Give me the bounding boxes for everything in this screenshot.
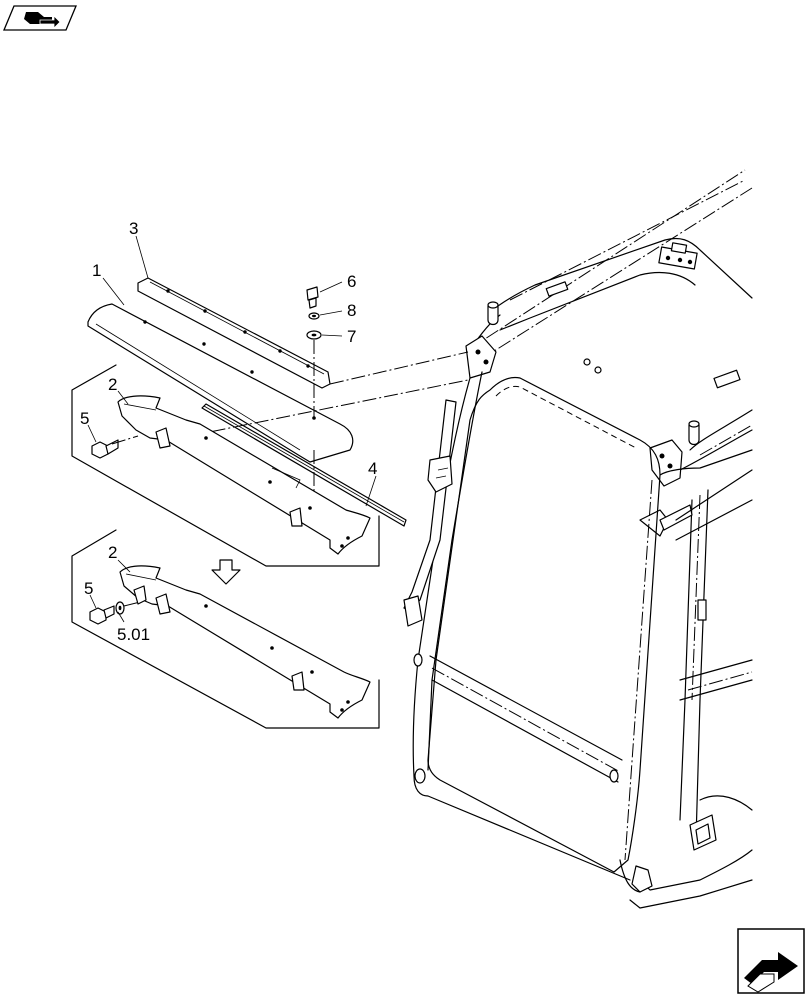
washer-8: [308, 312, 320, 320]
callout-7: 7: [347, 327, 356, 346]
callout-2-upper: 2: [108, 375, 117, 394]
bolt-5-upper: [91, 439, 119, 459]
callout-3: 3: [129, 219, 138, 238]
callout-8: 8: [347, 301, 356, 320]
callout-4: 4: [368, 459, 377, 478]
next-page-icon[interactable]: [737, 928, 805, 994]
part-4-strip: [201, 403, 407, 527]
inset-box-lower: [71, 529, 380, 729]
bolt-6: [306, 286, 319, 309]
callout-1: 1: [92, 261, 101, 280]
part-2-bracket-lower: [119, 565, 371, 719]
callout-6: 6: [347, 272, 356, 291]
bolt-5-lower: [89, 605, 115, 625]
part-2-bracket-upper: [117, 395, 371, 555]
callout-5-01: 5.01: [117, 625, 150, 644]
leader-lines: [87, 235, 377, 623]
roof-hinge: [658, 242, 698, 270]
callout-5-upper: 5: [80, 409, 89, 428]
callout-2-lower: 2: [108, 543, 117, 562]
part-1-cover-plate: [87, 303, 354, 463]
callout-5-lower: 5: [84, 579, 93, 598]
washer-5-01: [115, 601, 125, 615]
down-arrow-icon: [211, 559, 241, 585]
cab-frame: [403, 169, 753, 909]
wiper-assembly: [403, 399, 457, 627]
previous-page-icon[interactable]: [3, 5, 77, 31]
washer-7: [306, 330, 322, 340]
inset-box-upper: [71, 364, 380, 567]
